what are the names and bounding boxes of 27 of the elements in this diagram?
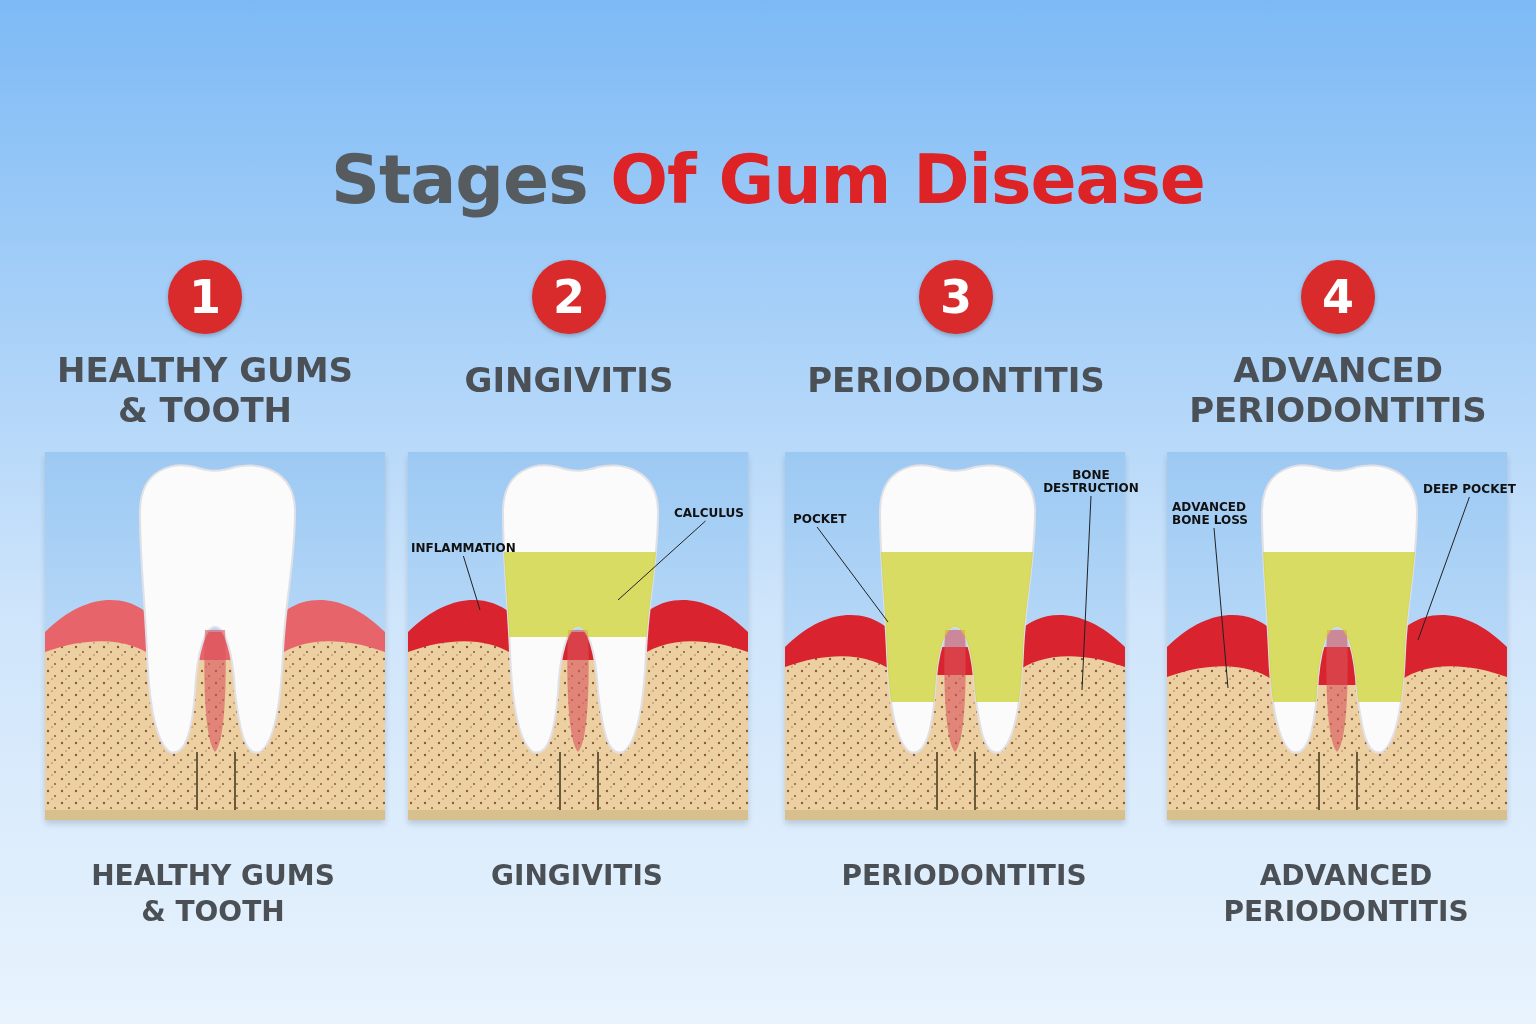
stage-heading: ADVANCED PERIODONTITIS xyxy=(1188,350,1488,430)
callout-label: INFLAMMATION xyxy=(411,542,516,555)
callout-label: POCKET xyxy=(793,513,847,526)
stage-caption: HEALTHY GUMS & TOOTH xyxy=(90,858,336,930)
number-badge: 2 xyxy=(532,260,606,334)
leader-line xyxy=(1081,495,1092,691)
tooth-cross-section-drawing xyxy=(408,452,748,820)
callout-label: DEEP POCKET xyxy=(1423,483,1516,496)
stage-caption: PERIODONTITIS xyxy=(840,858,1088,894)
callout-label: CALCULUS xyxy=(674,507,744,520)
stage-caption: ADVANCED PERIODONTITIS xyxy=(1222,858,1470,930)
stage-heading: HEALTHY GUMS & TOOTH xyxy=(56,350,354,430)
leader-line xyxy=(617,520,706,601)
stage-heading: GINGIVITIS xyxy=(463,360,675,400)
tooth-cross-section-drawing xyxy=(45,452,385,820)
number-badge: 4 xyxy=(1301,260,1375,334)
leader-line xyxy=(1417,496,1470,641)
title: Stages Of Gum Disease xyxy=(330,140,1206,219)
callout-label: BONE DESTRUCTION xyxy=(1043,469,1139,495)
callout-label: ADVANCED BONE LOSS xyxy=(1172,501,1256,527)
stage-heading: PERIODONTITIS xyxy=(806,360,1106,400)
stage-caption: GINGIVITIS xyxy=(490,858,664,894)
number-badge: 1 xyxy=(168,260,242,334)
number-badge: 3 xyxy=(919,260,993,334)
leader-line xyxy=(1213,527,1229,689)
leader-line xyxy=(816,526,889,623)
leader-line xyxy=(462,555,481,611)
